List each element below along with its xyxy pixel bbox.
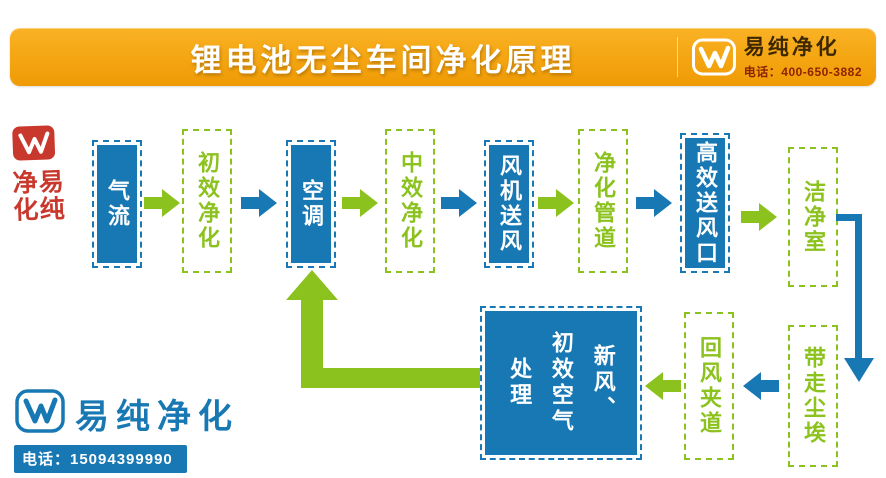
flow-box-cleanroom: 洁净室 (788, 147, 838, 287)
arrow-right-4-icon (441, 189, 477, 217)
brand-phone: 电话：400-650-3882 (743, 65, 862, 80)
elbow-connector-vertical (855, 214, 862, 360)
header-divider (677, 37, 678, 77)
flow-box-cleanroom-label: 洁净室 (801, 179, 826, 255)
flow-box-return-air-passage: 回风夹道 (684, 312, 734, 460)
flow-box-return-air-passage-label: 回风夹道 (697, 336, 722, 436)
arrow-left-1-icon (743, 372, 779, 400)
arrow-down-icon (844, 358, 874, 382)
footer-w-logo-icon (14, 388, 66, 439)
flow-box-fan-air-supply: 风机送风 (484, 140, 534, 268)
elbow-connector-horizontal (836, 214, 862, 221)
flow-box-primary-purification-label: 初效净化 (195, 151, 220, 251)
fresh-air-line-2: 初效空气 (548, 331, 574, 435)
flow-box-medium-purification-label: 中效净化 (398, 151, 423, 251)
return-arrow-vertical-segment (301, 298, 323, 388)
return-arrow-horizontal-segment (312, 368, 480, 388)
arrow-up-icon (286, 270, 338, 300)
footer-brand-name: 易纯净化 (75, 398, 239, 436)
fresh-air-line-3: 处理 (507, 357, 533, 409)
brand-w-logo-icon (691, 37, 737, 82)
seal-text-right-column: 易纯 (34, 168, 64, 223)
flow-box-hepa-air-outlet: 高效送风口 (680, 133, 730, 273)
seal-text: 易纯 净化 (8, 168, 64, 239)
red-seal-stamp: 易纯 净化 (4, 123, 66, 239)
flow-box-air-conditioner-label: 空调 (299, 179, 324, 229)
fresh-air-line-1: 新风、 (590, 344, 616, 422)
arrow-right-5-icon (538, 189, 574, 217)
brand-name: 易纯净化 (743, 36, 840, 59)
flow-box-purification-duct-label: 净化管道 (591, 151, 616, 251)
flow-box-medium-purification: 中效净化 (385, 129, 435, 273)
footer-brand: 易纯净化 电话：15094399990 (14, 388, 239, 473)
arrow-right-1-icon (144, 189, 180, 217)
arrow-right-3-icon (342, 189, 378, 217)
flow-box-dust-carry-away-label: 带走尘埃 (801, 346, 826, 446)
arrow-right-6-icon (636, 189, 672, 217)
arrow-left-2-icon (645, 372, 681, 400)
flow-box-fresh-air-treatment-label: 新风、 初效空气 处理 (498, 311, 623, 455)
flow-box-fresh-air-treatment: 新风、 初效空气 处理 (480, 306, 642, 460)
arrow-right-7-icon (741, 203, 777, 231)
flow-box-airflow: 气流 (92, 140, 142, 268)
page-title: 锂电池无尘车间净化原理 (190, 42, 576, 78)
flow-box-airflow-label: 气流 (105, 179, 130, 229)
footer-phone: 电话：15094399990 (14, 445, 187, 473)
header-brand: 易纯净化 电话：400-650-3882 (691, 35, 862, 82)
flow-box-air-conditioner: 空调 (286, 140, 336, 268)
flow-box-primary-purification: 初效净化 (182, 129, 232, 273)
flow-box-purification-duct: 净化管道 (578, 129, 628, 273)
flow-box-hepa-air-outlet-label: 高效送风口 (693, 140, 718, 266)
arrow-right-2-icon (241, 189, 277, 217)
brand-text-block: 易纯净化 电话：400-650-3882 (744, 35, 862, 80)
flow-box-dust-carry-away: 带走尘埃 (788, 325, 838, 467)
seal-text-left-column: 净化 (8, 168, 38, 224)
seal-w-logo-icon (10, 123, 57, 168)
flow-box-fan-air-supply-label: 风机送风 (497, 154, 522, 254)
header-banner: 锂电池无尘车间净化原理 易纯净化 电话：400-650-3882 (10, 28, 876, 86)
